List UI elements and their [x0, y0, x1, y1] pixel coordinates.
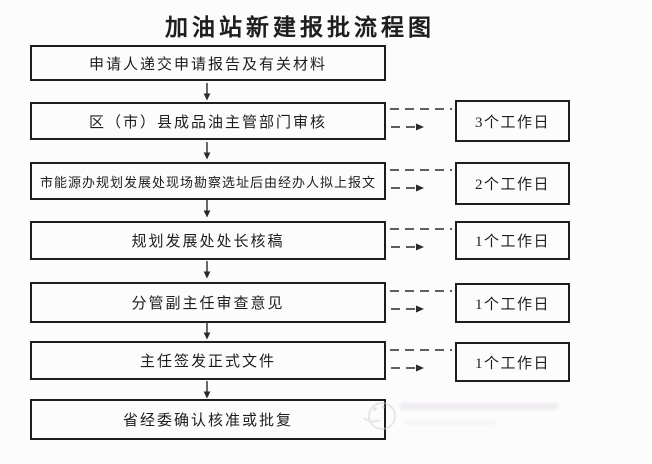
flow-step-box-director-sign: 主任签发正式文件 [30, 341, 386, 380]
flow-step-box-submit: 申请人递交申请报告及有关材料 [30, 45, 386, 81]
duration-box: 3个工作日 [455, 100, 570, 142]
dashed-arrow-right-icon [390, 169, 452, 192]
page-title: 加油站新建报批流程图 [165, 15, 435, 40]
duration-label: 1个工作日 [474, 355, 550, 372]
flow-step-box-division-chief-check: 规划发展处处长核稿 [30, 221, 386, 260]
flow-step-label: 省经委确认核准或批复 [122, 413, 293, 429]
dashed-arrow-right-icon [390, 228, 452, 251]
down-arrow-icon [203, 322, 211, 340]
duration-label: 3个工作日 [474, 114, 550, 131]
dashed-arrow-right-icon [390, 290, 452, 313]
down-arrow-icon [203, 261, 211, 279]
watermark-logo-icon [363, 402, 396, 430]
duration-label: 1个工作日 [474, 234, 550, 250]
dashed-arrow-right-icon [390, 349, 452, 372]
flow-step-label: 市能源办规划发展处现场勘察选址后由经办人拟上报文 [39, 174, 376, 190]
dashed-arrow-right-icon [390, 108, 452, 131]
flow-step-label: 规划发展处处长核稿 [131, 234, 285, 250]
flow-step-label: 分管副主任审查意见 [131, 296, 285, 312]
duration-label: 2个工作日 [474, 177, 550, 193]
watermark-text-smudge [404, 420, 496, 425]
down-arrow-icon [203, 83, 211, 101]
duration-box: 1个工作日 [455, 221, 570, 260]
down-arrow-icon [203, 381, 211, 399]
flow-step-label: 区（市）县成品油主管部门审核 [88, 114, 327, 131]
down-arrow-icon [203, 200, 211, 218]
flow-step-label: 申请人递交申请报告及有关材料 [88, 56, 327, 73]
flow-step-box-district-review: 区（市）县成品油主管部门审核 [30, 102, 386, 140]
duration-box: 1个工作日 [455, 283, 570, 323]
flow-step-label: 主任签发正式文件 [139, 354, 276, 370]
down-arrow-icon [203, 142, 211, 160]
watermark-text-smudge [400, 403, 558, 410]
flow-step-box-deputy-director-review: 分管副主任审查意见 [30, 282, 386, 323]
flow-step-box-provincial-approval: 省经委确认核准或批复 [30, 399, 386, 440]
duration-label: 1个工作日 [474, 296, 550, 313]
duration-box: 1个工作日 [455, 342, 570, 382]
duration-box: 2个工作日 [455, 162, 570, 205]
flow-step-box-site-survey: 市能源办规划发展处现场勘察选址后由经办人拟上报文 [30, 162, 386, 200]
